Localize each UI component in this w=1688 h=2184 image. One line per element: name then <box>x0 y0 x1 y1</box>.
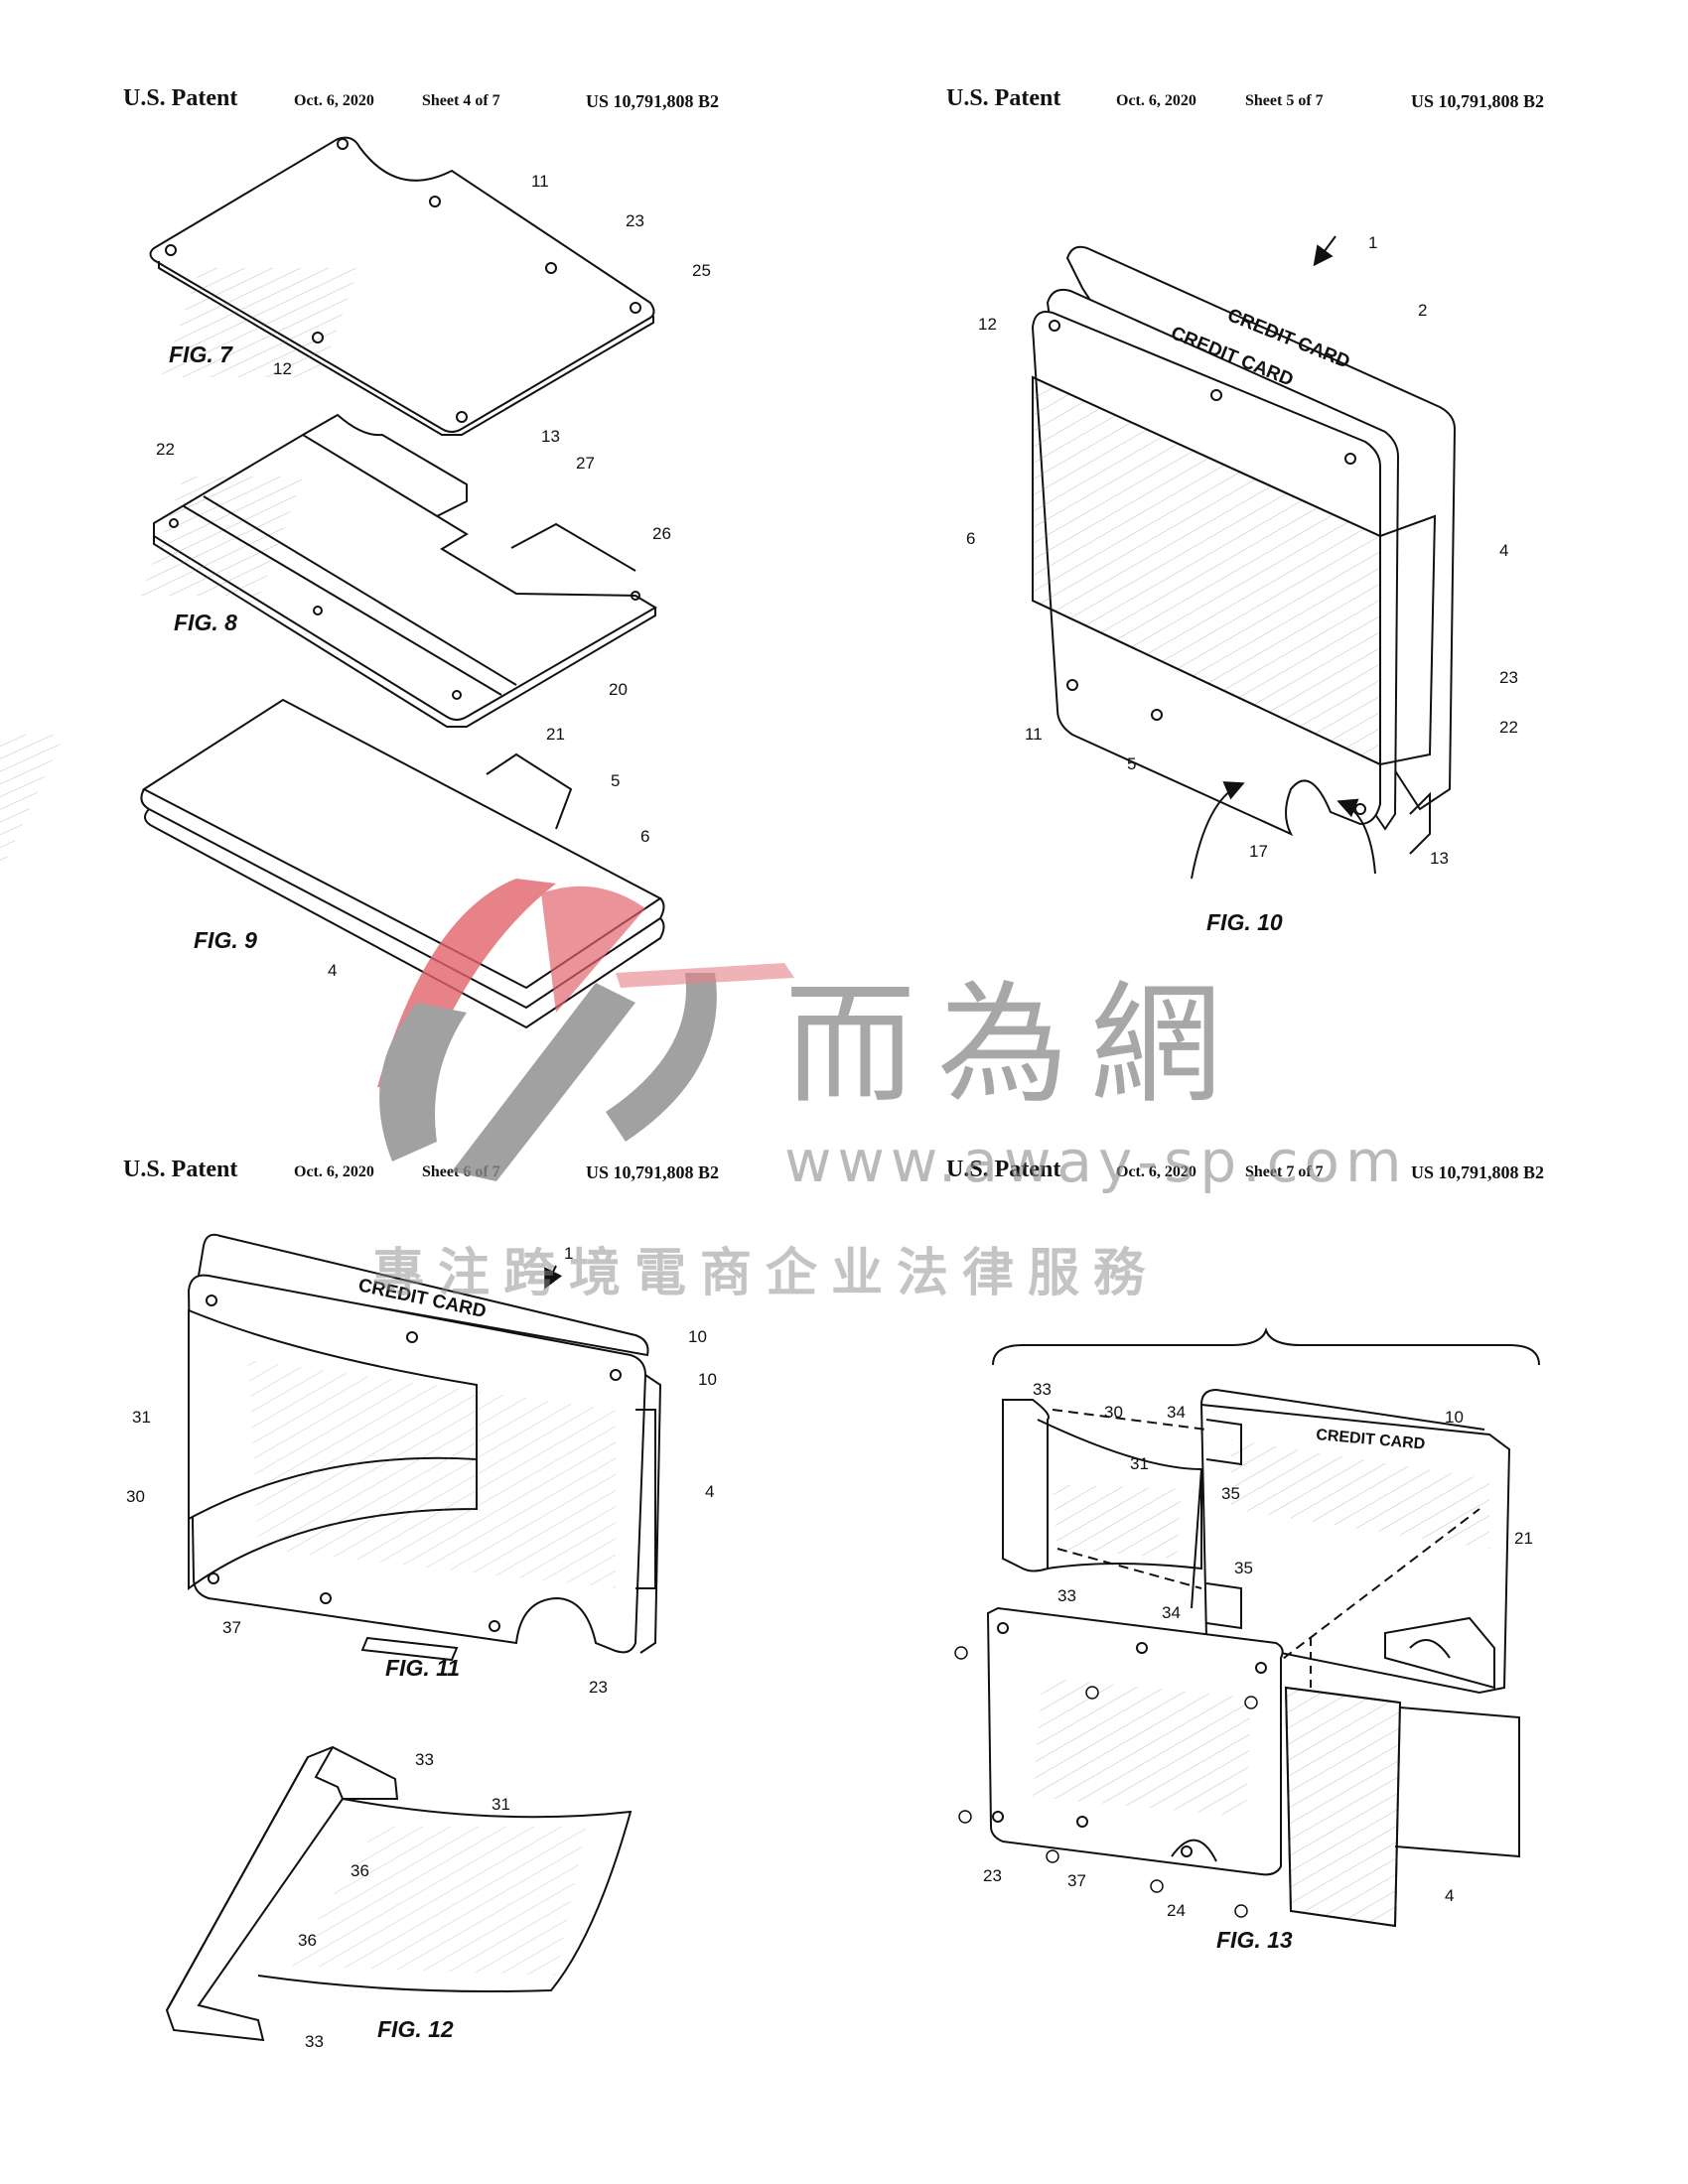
figure-8-refs: 22 13 27 26 20 21 FIG. 8 <box>156 427 671 744</box>
patent-title: U.S. Patent <box>946 85 1061 111</box>
ref-12: 12 <box>273 359 292 378</box>
ref-4: 4 <box>328 961 337 980</box>
ref-12: 12 <box>978 315 997 334</box>
ref-6: 6 <box>640 827 649 846</box>
screw-icons <box>954 1646 1258 1918</box>
ref-31: 31 <box>132 1408 151 1427</box>
ref-2: 2 <box>1418 301 1427 320</box>
ref-34: 34 <box>1167 1403 1186 1422</box>
watermark: 而為網 www.away-sp.com 專注跨境電商企业法律服務 <box>372 879 1408 1303</box>
ref-6: 6 <box>966 529 975 548</box>
ref-20: 20 <box>609 680 628 699</box>
ref-35: 35 <box>1234 1559 1253 1577</box>
sheet-number: Sheet 5 of 7 <box>1245 92 1324 109</box>
patent-title: U.S. Patent <box>123 1157 238 1182</box>
ref-25: 25 <box>692 261 711 280</box>
ref-36: 36 <box>351 1861 369 1880</box>
figure-10 <box>1031 235 1457 880</box>
patent-date: Oct. 6, 2020 <box>1116 1163 1196 1180</box>
sheet-number: Sheet 4 of 7 <box>422 92 500 109</box>
ref-35: 35 <box>1221 1484 1240 1503</box>
patent-date: Oct. 6, 2020 <box>294 92 374 109</box>
ref-10: 10 <box>688 1327 707 1346</box>
ref-27: 27 <box>576 454 595 473</box>
ref-33: 33 <box>1033 1380 1052 1399</box>
fig-13-label: FIG. 13 <box>1216 1927 1293 1953</box>
ref-13: 13 <box>541 427 560 446</box>
fig-12-label: FIG. 12 <box>377 2016 454 2042</box>
patent-date: Oct. 6, 2020 <box>1116 92 1196 109</box>
patent-number: US 10,791,808 B2 <box>1411 1162 1545 1182</box>
patent-number: US 10,791,808 B2 <box>1411 91 1545 111</box>
sheet-number: Sheet 7 of 7 <box>1245 1163 1324 1180</box>
watermark-tagline: 專注跨境電商企业法律服務 <box>372 1244 1159 1303</box>
ref-21: 21 <box>1514 1529 1533 1548</box>
ref-37: 37 <box>222 1618 241 1637</box>
ref-23: 23 <box>1499 668 1518 687</box>
ref-31: 31 <box>1130 1454 1149 1473</box>
fig-7-label: FIG. 7 <box>169 341 233 367</box>
ref-23: 23 <box>626 211 644 230</box>
ref-23: 23 <box>589 1678 608 1697</box>
fig-11-label: FIG. 11 <box>385 1655 460 1681</box>
ref-5: 5 <box>1127 754 1136 773</box>
fig-9-label: FIG. 9 <box>194 927 257 953</box>
ref-10: 10 <box>1445 1408 1464 1427</box>
ref-30: 30 <box>126 1487 145 1506</box>
patent-title: U.S. Patent <box>946 1157 1061 1182</box>
ref-22: 22 <box>156 440 175 459</box>
figure-12 <box>165 1745 633 2042</box>
ref-21: 21 <box>546 725 565 744</box>
ref-17: 17 <box>1249 842 1268 861</box>
figure-11 <box>187 1233 662 1662</box>
patent-title: U.S. Patent <box>123 85 238 111</box>
patent-number: US 10,791,808 B2 <box>586 1162 720 1182</box>
ref-13: 13 <box>1430 849 1449 868</box>
ref-26: 26 <box>652 524 671 543</box>
ref-33: 33 <box>1057 1586 1076 1605</box>
patent-number: US 10,791,808 B2 <box>586 91 720 111</box>
figure-12-text: 33 31 36 36 33 FIG. 12 <box>298 1750 510 2051</box>
figure-13 <box>954 1326 1540 1928</box>
patent-date: Oct. 6, 2020 <box>294 1163 374 1180</box>
figure-7 <box>149 136 655 436</box>
ref-23: 23 <box>983 1866 1002 1885</box>
watermark-logo-icon <box>377 879 794 1181</box>
figure-8 <box>140 413 657 728</box>
ref-34: 34 <box>1162 1603 1181 1622</box>
figure-9 <box>0 698 665 1029</box>
ref-37: 37 <box>1067 1871 1086 1890</box>
ref-5: 5 <box>611 771 620 790</box>
ref-4: 4 <box>705 1482 714 1501</box>
ref-10: 10 <box>698 1370 717 1389</box>
ref-33: 33 <box>305 2032 324 2051</box>
figure-7-refs: 11 23 25 12 FIG. 7 <box>169 172 711 378</box>
ref-33: 33 <box>415 1750 434 1769</box>
watermark-chinese: 而為網 <box>784 969 1243 1122</box>
ref-4: 4 <box>1499 541 1508 560</box>
ref-30: 30 <box>1104 1403 1123 1422</box>
ref-4: 4 <box>1445 1886 1454 1905</box>
ref-11: 11 <box>531 172 549 191</box>
ref-31: 31 <box>492 1795 510 1814</box>
ref-11: 11 <box>1025 725 1043 744</box>
ref-36: 36 <box>298 1931 317 1950</box>
fig-8-label: FIG. 8 <box>174 610 237 635</box>
ref-22: 22 <box>1499 718 1518 737</box>
ref-24: 24 <box>1167 1901 1186 1920</box>
watermark-url: www.away-sp.com <box>784 1128 1408 1195</box>
ref-1: 1 <box>1368 233 1377 252</box>
figure-9-refs: 5 6 4 FIG. 9 <box>194 771 649 980</box>
fig-10-label: FIG. 10 <box>1206 909 1283 935</box>
ref-1: 1 <box>564 1244 573 1263</box>
